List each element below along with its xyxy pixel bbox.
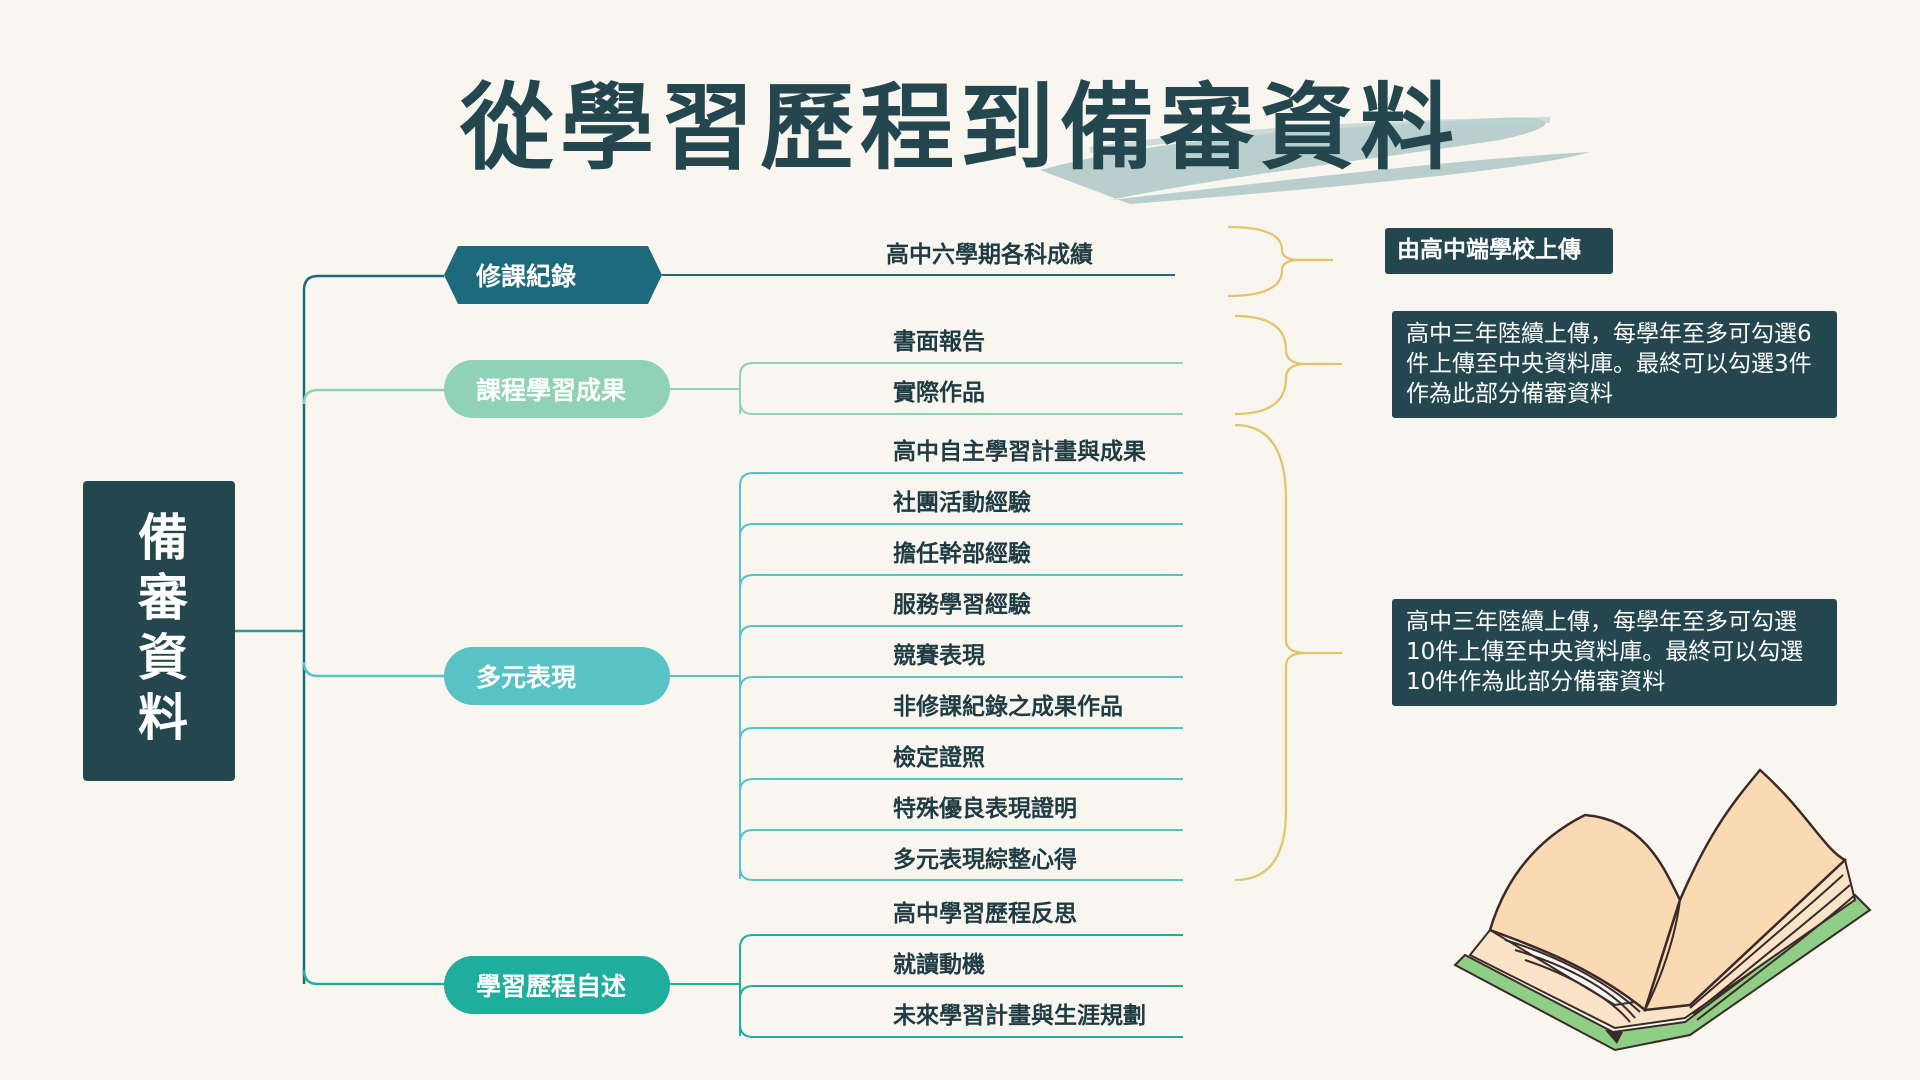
leaf-item: 高中學習歷程反思 — [893, 901, 1077, 927]
branch-label: 學習歷程自述 — [476, 972, 627, 1001]
note-diverse-upload: 高中三年陸續上傳，每學年至多可勾選10件上傳至中央資料庫。最終可以勾選10件作為… — [1392, 599, 1837, 706]
page-title: 從學習歷程到備審資料 — [459, 74, 1460, 183]
leaf-item: 非修課紀錄之成果作品 — [893, 694, 1123, 720]
brace-course — [1227, 225, 1333, 298]
note-school-upload: 由高中端學校上傳 — [1385, 228, 1613, 274]
leaf-item: 競賽表現 — [893, 643, 985, 669]
leaf-item: 就讀動機 — [893, 952, 985, 978]
self-leaf-lines — [739, 934, 1183, 1038]
branch-label: 修課紀錄 — [476, 262, 577, 291]
leaf-item: 特殊優良表現證明 — [893, 796, 1077, 822]
brace-outcome — [1234, 314, 1342, 416]
leaf-item: 多元表現綜整心得 — [893, 847, 1077, 873]
root-label: 備審資料 — [130, 511, 188, 751]
branch-self-statement: 學習歷程自述 — [444, 956, 670, 1014]
branch-label: 課程學習成果 — [476, 376, 627, 405]
open-book-icon — [1453, 768, 1872, 1052]
trunk-to-diverse — [302, 661, 444, 678]
leaf-item: 書面報告 — [893, 329, 985, 355]
leaf-item: 未來學習計畫與生涯規劃 — [893, 1003, 1146, 1029]
leaf-item: 高中自主學習計畫與成果 — [893, 439, 1146, 465]
branch-label: 多元表現 — [476, 663, 577, 692]
branch-course-records: 修課紀錄 — [444, 246, 662, 304]
outcome-leaf-line-2 — [739, 401, 1183, 415]
brace-diverse — [1234, 423, 1342, 882]
branch-course-outcomes: 課程學習成果 — [444, 360, 670, 418]
brush-stroke — [1040, 117, 1590, 204]
trunk-to-outcome — [302, 388, 444, 405]
leaf-item: 擔任幹部經驗 — [893, 541, 1031, 567]
note-outcome-upload: 高中三年陸續上傳，每學年至多可勾選6件上傳至中央資料庫。最終可以勾選3件作為此部… — [1392, 311, 1837, 418]
leaf-item: 社團活動經驗 — [893, 490, 1031, 516]
diverse-leaf-lines — [739, 472, 1183, 881]
outcome-leaf-line-1 — [739, 362, 1183, 414]
root-node: 備審資料 — [83, 481, 235, 781]
leaf-item: 高中六學期各科成績 — [886, 242, 1093, 268]
leaf-item: 實際作品 — [893, 380, 985, 406]
leaf-item: 檢定證照 — [893, 745, 985, 771]
trunk-to-self — [302, 969, 444, 986]
trunk-line — [302, 274, 444, 984]
branch-diverse-performance: 多元表現 — [444, 647, 670, 705]
leaf-item: 服務學習經驗 — [893, 592, 1031, 618]
